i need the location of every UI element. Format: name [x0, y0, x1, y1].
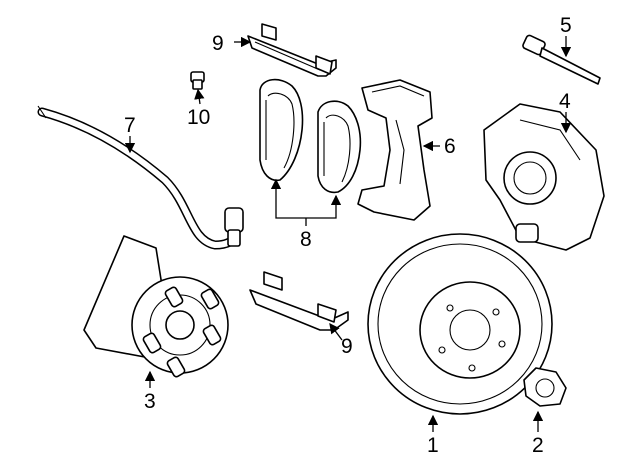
callout-3: 3	[144, 390, 156, 413]
bleeder-screw	[190, 71, 205, 90]
brake-caliper	[483, 103, 605, 251]
lug-nut	[523, 367, 567, 407]
callout-8: 8	[300, 228, 312, 251]
anti-rattle-clip-top	[247, 23, 337, 77]
brake-pad-inner	[259, 78, 304, 182]
brake-rotor	[367, 233, 553, 415]
callout-5: 5	[560, 14, 572, 37]
callout-10: 10	[187, 106, 210, 129]
callout-9-bottom: 9	[341, 335, 353, 358]
caliper-guide-bolt	[522, 34, 601, 85]
caliper-bracket	[357, 79, 433, 221]
brake-hose	[37, 105, 244, 250]
callout-2: 2	[532, 434, 544, 457]
callout-9-top: 9	[212, 32, 224, 55]
callout-6: 6	[444, 135, 456, 158]
hub-and-bearing	[83, 235, 229, 378]
leader-lines	[124, 36, 572, 432]
callout-1: 1	[427, 434, 439, 457]
callout-4: 4	[559, 90, 571, 113]
brake-pad-outer	[317, 100, 362, 194]
callout-7: 7	[124, 114, 136, 137]
anti-rattle-clip-bottom	[249, 271, 349, 331]
